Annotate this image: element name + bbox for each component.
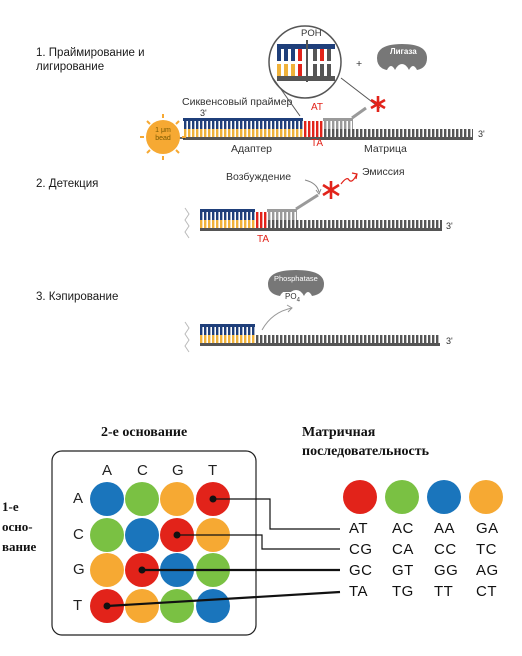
po4-text: PO (285, 292, 297, 301)
step1-line1: 1. Праймирование и (36, 47, 145, 59)
row-header-c: C (73, 526, 84, 543)
pair-aa: AA (434, 520, 456, 537)
pair-tt: TT (434, 583, 454, 600)
pair-cg: CG (349, 541, 373, 558)
three-prime-3: 3' (446, 336, 453, 346)
ta-label-2: TA (257, 234, 270, 245)
cell-ga-circle (90, 553, 124, 587)
connector-line-2 (177, 534, 340, 550)
pair-gt: GT (392, 562, 414, 579)
excitation-label: Возбуждение (226, 171, 292, 183)
phosphatase-label: Phosphatase (274, 274, 318, 283)
plus-sign: + (356, 58, 363, 70)
pair-ct: CT (476, 583, 497, 600)
emission-arrow (340, 173, 358, 185)
adapter-label: Адаптер (231, 143, 273, 155)
cell-cc-circle (125, 518, 159, 552)
emission-label: Эмиссия (362, 166, 405, 178)
phosphatase-arrow (261, 307, 293, 331)
pair-tg: TG (392, 583, 414, 600)
pair-ag: AG (476, 562, 499, 579)
pair-ga: GA (476, 520, 499, 537)
col-header-c: C (137, 462, 148, 479)
row-header-g: G (73, 561, 85, 578)
sequencing-diagram (140, 25, 473, 353)
poh-label: POH (301, 28, 322, 39)
cell-ca-circle (90, 518, 124, 552)
col-header-a: A (102, 462, 113, 479)
pair-ac: AC (392, 520, 414, 537)
pair-ca: CA (392, 541, 414, 558)
three-prime-2: 3' (446, 221, 453, 231)
pair-gg: GG (434, 562, 459, 579)
step2-title: 2. Детекция (36, 178, 99, 190)
col-header-g: G (172, 462, 184, 479)
pair-cc: CC (434, 541, 457, 558)
first-base-line2: осно- (2, 519, 33, 534)
matrix-label: Матрица (364, 143, 407, 155)
legend-green-circle (385, 480, 419, 514)
po4-label: PO4 (285, 292, 300, 304)
matrix-seq-title: Матричная последовательность (302, 423, 429, 461)
col-header-t: T (208, 462, 218, 479)
ligase-label: Лигаза (390, 47, 417, 56)
connector-line-4 (106, 590, 341, 608)
connector-dot-3 (138, 566, 146, 574)
second-base-title: 2-е основание (101, 425, 188, 440)
duplex-step2 (184, 193, 442, 239)
matrix-seq-line1: Матричная (302, 425, 376, 440)
row-header-a: A (73, 490, 84, 507)
row-header-t: T (73, 597, 83, 614)
cell-aa-circle (90, 482, 124, 516)
cell-tg-circle (160, 589, 194, 623)
cell-ac-circle (125, 482, 159, 516)
first-base-line1: 1-е (2, 499, 19, 514)
legend-blue-circle (427, 480, 461, 514)
at-label: AT (311, 102, 324, 113)
connector-line-1 (213, 498, 340, 530)
duplex-step3 (184, 321, 440, 353)
three-prime-1b: 3' (478, 129, 485, 139)
pair-at: AT (349, 520, 369, 537)
matrix-frame (51, 450, 257, 636)
cell-ag-circle (160, 482, 194, 516)
connector-dot-2 (173, 531, 181, 539)
bead-label: 1 μm bead (151, 127, 175, 143)
pair-tc: TC (476, 541, 497, 558)
legend-red-circle (343, 480, 377, 514)
bead-line2: bead (155, 135, 171, 142)
first-base-line3: вание (2, 539, 37, 554)
cell-tt-circle (196, 589, 230, 623)
cell-tc-circle (125, 589, 159, 623)
fluor-star-2 (322, 181, 340, 199)
po4-sub: 4 (296, 297, 300, 304)
connector-dot-4 (103, 602, 111, 610)
seq-primer-label: Сиквенсовый праймер (182, 96, 293, 108)
ligase-blob (377, 44, 427, 70)
three-prime-1a: 3' (200, 108, 207, 118)
matrix-seq-line2: последовательность (302, 444, 430, 459)
connector-dot-1 (209, 495, 217, 503)
ta-label: TA (311, 138, 324, 149)
phosphatase-blob (268, 270, 324, 305)
pair-gc: GC (349, 562, 373, 579)
step3-title: 3. Кэпирование (36, 291, 119, 303)
excitation-arrow (304, 179, 320, 193)
zoom-circle (268, 25, 381, 117)
legend-orange-circle (469, 480, 503, 514)
fluor-star-1 (370, 96, 386, 112)
pair-ta: TA (349, 583, 369, 600)
step1-title: 1. Праймирование и лигирование (36, 46, 145, 74)
first-base-label: 1-е осно- вание (2, 497, 36, 557)
bead-line1: 1 μm (155, 127, 171, 134)
bead (140, 114, 186, 160)
step1-line2: лигирование (36, 61, 105, 73)
